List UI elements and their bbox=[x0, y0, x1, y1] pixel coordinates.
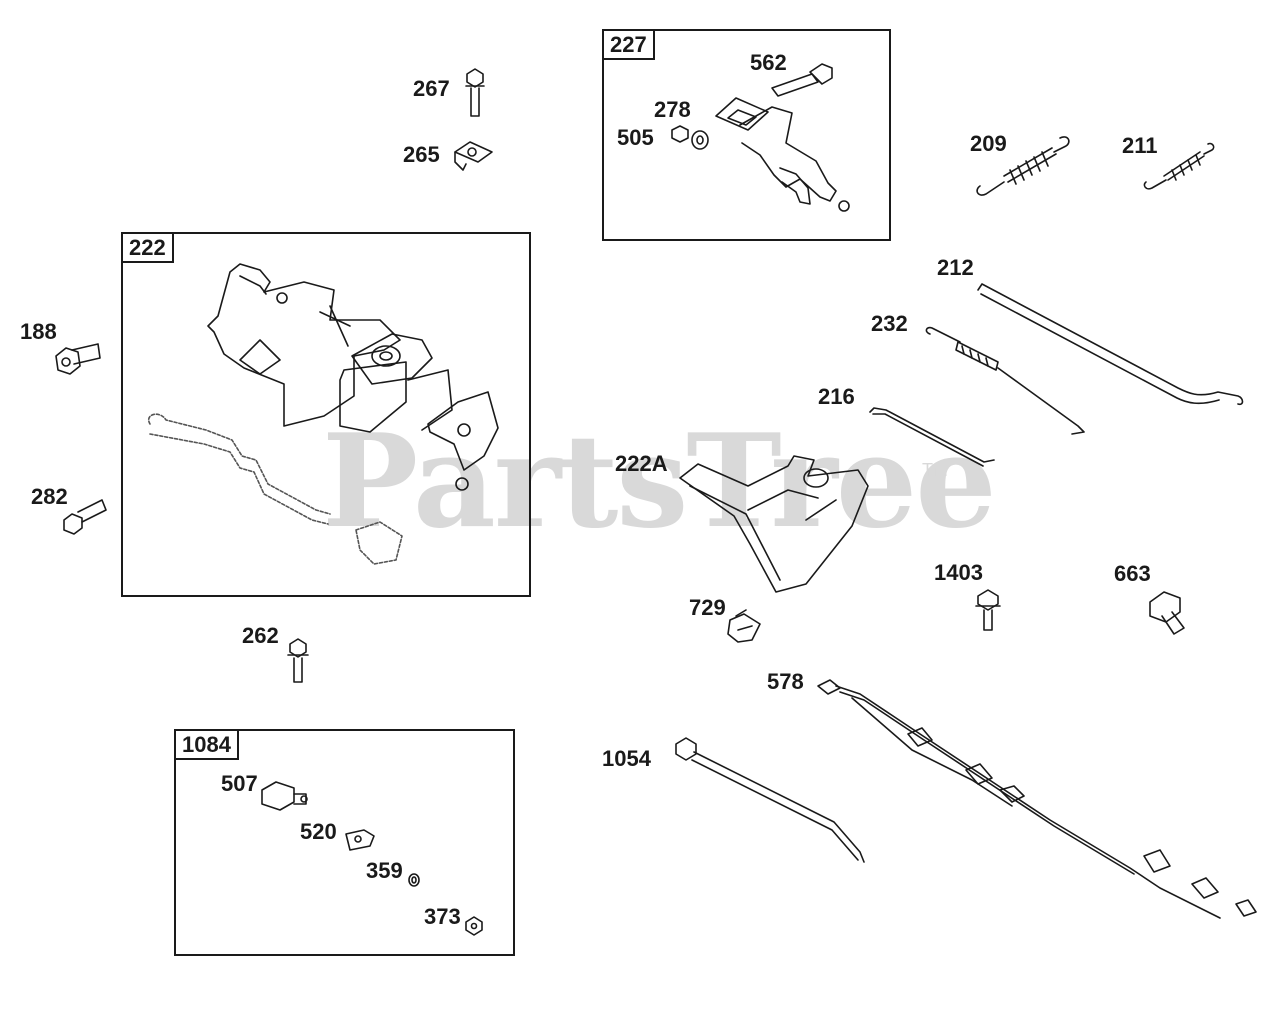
group-222-box: 222 bbox=[121, 232, 531, 597]
callout-282[interactable]: 282 bbox=[31, 484, 68, 509]
group-222-label: 222 bbox=[121, 232, 174, 263]
part-267-bolt bbox=[465, 68, 485, 117]
callout-216[interactable]: 216 bbox=[818, 384, 855, 409]
part-578-wire-harness bbox=[817, 679, 1257, 919]
callout-278[interactable]: 278 bbox=[654, 97, 691, 122]
callout-232[interactable]: 232 bbox=[871, 311, 908, 336]
callout-188[interactable]: 188 bbox=[20, 319, 57, 344]
callout-211[interactable]: 211 bbox=[1122, 133, 1158, 158]
callout-265[interactable]: 265 bbox=[403, 142, 440, 167]
callout-1054[interactable]: 1054 bbox=[602, 746, 651, 771]
group-227-label: 227 bbox=[602, 29, 655, 60]
group-1084-label: 1084 bbox=[174, 729, 239, 760]
callout-212[interactable]: 212 bbox=[937, 255, 974, 280]
part-212-rod bbox=[977, 283, 1244, 406]
callout-663[interactable]: 663 bbox=[1114, 561, 1151, 586]
part-211-spring bbox=[1143, 142, 1215, 190]
part-262-bolt bbox=[287, 638, 309, 683]
callout-562[interactable]: 562 bbox=[750, 50, 787, 75]
callout-520[interactable]: 520 bbox=[300, 819, 337, 844]
callout-267[interactable]: 267 bbox=[413, 76, 450, 101]
part-222-hidden-rod bbox=[147, 413, 403, 565]
callout-507[interactable]: 507 bbox=[221, 771, 258, 796]
group-1084-box: 1084 bbox=[174, 729, 515, 956]
callout-729[interactable]: 729 bbox=[689, 595, 726, 620]
part-1403-bolt bbox=[975, 589, 1001, 631]
part-216-rod bbox=[869, 407, 995, 467]
part-265-clip bbox=[454, 141, 493, 171]
part-663-bolt bbox=[1149, 591, 1185, 635]
callout-505[interactable]: 505 bbox=[617, 125, 654, 150]
callout-373[interactable]: 373 bbox=[424, 904, 461, 929]
callout-222A[interactable]: 222A bbox=[615, 451, 668, 476]
callout-1403[interactable]: 1403 bbox=[934, 560, 983, 585]
callout-209[interactable]: 209 bbox=[970, 131, 1007, 156]
part-729-clip bbox=[727, 609, 761, 643]
part-1054-cable-tie bbox=[675, 737, 865, 863]
callout-578[interactable]: 578 bbox=[767, 669, 804, 694]
part-232-spring bbox=[925, 326, 1085, 435]
trademark-mark: TM bbox=[922, 460, 948, 480]
part-222A-bracket bbox=[679, 455, 869, 593]
part-282-bolt bbox=[63, 499, 107, 535]
callout-359[interactable]: 359 bbox=[366, 858, 403, 883]
part-222-governor-assembly bbox=[207, 263, 499, 491]
group-227-box: 227 bbox=[602, 29, 891, 241]
part-1084-sensor-kit bbox=[261, 781, 483, 936]
part-188-bolt bbox=[55, 343, 101, 375]
watermark: PartsTree bbox=[322, 407, 997, 557]
part-209-spring bbox=[976, 136, 1070, 196]
callout-262[interactable]: 262 bbox=[242, 623, 279, 648]
part-227-assembly bbox=[671, 63, 850, 212]
